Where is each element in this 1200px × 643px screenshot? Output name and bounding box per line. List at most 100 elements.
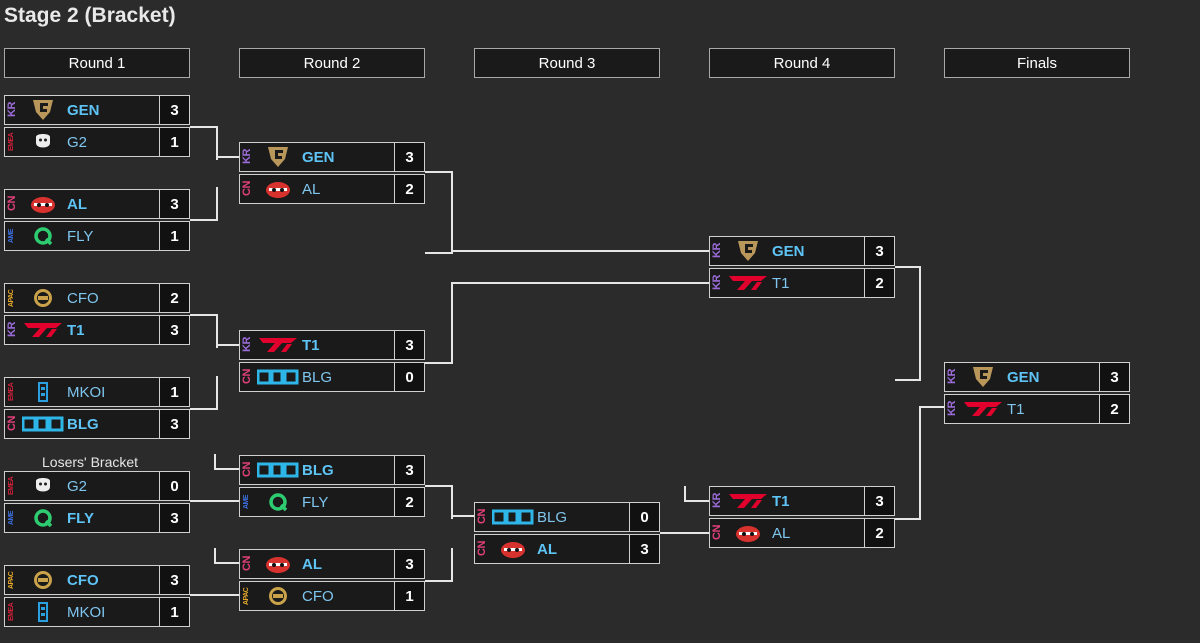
connector xyxy=(451,282,709,284)
team-name: CFO xyxy=(67,571,99,589)
team-name: AL xyxy=(772,524,791,542)
team-score: 2 xyxy=(864,268,895,298)
fly-logo xyxy=(254,488,302,516)
region-tag: AME xyxy=(243,494,250,510)
region-tag: CN xyxy=(241,369,253,385)
team-name: T1 xyxy=(302,336,320,354)
team-name: CFO xyxy=(302,587,334,605)
connector xyxy=(660,532,709,534)
region-tag: CN xyxy=(476,541,488,557)
team-score: 3 xyxy=(864,236,895,266)
connector xyxy=(190,594,240,596)
t1-logo xyxy=(724,487,772,515)
team-name: BLG xyxy=(302,368,333,386)
team-name: T1 xyxy=(772,492,790,510)
t1-logo xyxy=(19,316,67,344)
team-score: 3 xyxy=(394,549,425,579)
connector xyxy=(190,376,218,410)
losers-bracket-label: Losers' Bracket xyxy=(42,454,139,470)
team-score: 2 xyxy=(159,283,190,313)
t1-logo xyxy=(254,331,302,359)
gen-logo xyxy=(724,237,772,265)
team-row[interactable]: APAC CFO 2 xyxy=(4,283,192,313)
region-tag: APAC xyxy=(243,587,250,605)
team-score: 2 xyxy=(1099,394,1130,424)
cfo-logo xyxy=(19,284,67,312)
team-score: 3 xyxy=(159,409,190,439)
fly-logo xyxy=(19,222,67,250)
connector xyxy=(425,548,453,582)
region-tag: KR xyxy=(946,401,958,417)
team-name: GEN xyxy=(772,242,805,260)
team-name: BLG xyxy=(302,461,334,479)
team-score: 1 xyxy=(159,221,190,251)
region-tag: KR xyxy=(241,337,253,353)
team-score: 0 xyxy=(394,362,425,392)
team-score: 3 xyxy=(629,534,660,564)
team-row[interactable]: CN BLG 0 xyxy=(239,362,427,392)
mkoi-logo xyxy=(19,378,67,406)
g2-logo xyxy=(19,128,67,156)
team-name: BLG xyxy=(537,508,568,526)
region-tag: EMEA xyxy=(8,476,15,496)
region-tag: EMEA xyxy=(8,382,15,402)
connector xyxy=(919,406,944,408)
region-tag: APAC xyxy=(8,289,15,307)
blg-logo xyxy=(254,456,302,484)
team-name: CFO xyxy=(67,289,99,307)
team-name: T1 xyxy=(67,321,85,339)
cfo-logo xyxy=(254,582,302,610)
al-logo xyxy=(489,535,537,563)
blg-logo xyxy=(489,503,537,531)
al-logo xyxy=(254,550,302,578)
connector xyxy=(425,171,453,254)
team-name: AL xyxy=(302,180,321,198)
team-cell: CN BLG xyxy=(239,362,394,392)
connector xyxy=(216,156,240,158)
team-cell: KR T1 xyxy=(239,330,394,360)
region-tag: KR xyxy=(946,369,958,385)
team-score: 1 xyxy=(159,377,190,407)
region-tag: CN xyxy=(241,556,253,572)
region-tag: EMEA xyxy=(8,602,15,622)
connector xyxy=(895,406,921,520)
team-score: 3 xyxy=(1099,362,1130,392)
team-score: 1 xyxy=(159,127,190,157)
region-tag: KR xyxy=(6,322,18,338)
